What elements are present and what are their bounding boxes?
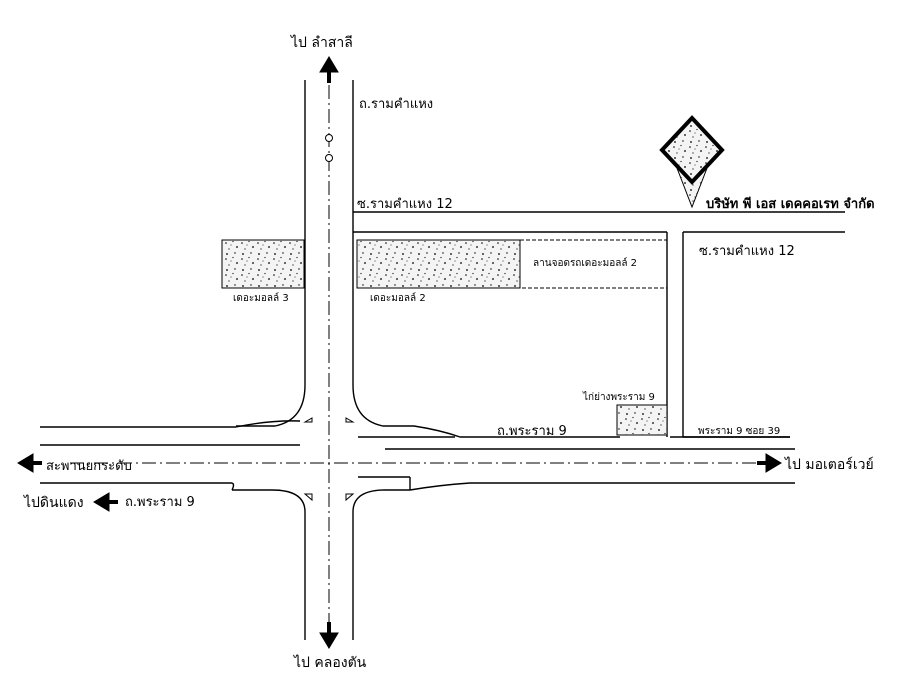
rama9-road-upper-label: ถ.พระราม 9 bbox=[497, 424, 567, 439]
building-mall-2 bbox=[356, 239, 521, 289]
arrow-left-icon-southwest bbox=[93, 492, 118, 512]
south-destination-label: ไป คลองตัน bbox=[294, 655, 367, 671]
rama9-road-lower-label: ถ.พระราม 9 bbox=[125, 495, 195, 510]
southwest-destination-label: ไปดินแดง bbox=[24, 495, 84, 511]
company-name-label: บริษัท พี เอส เดคคอเรท จำกัด bbox=[706, 197, 875, 212]
ramkhamhaeng-road bbox=[232, 80, 414, 640]
soi-ramkhamhaeng-12-top-label: ซ.รามคำแหง 12 bbox=[357, 197, 453, 212]
west-destination-label: สะพานยกระดับ bbox=[46, 459, 132, 474]
arrow-up-icon bbox=[319, 56, 339, 83]
arrow-right-icon bbox=[757, 453, 782, 473]
mall-2-parking-label: ลานจอดรถเดอะมอลล์ 2 bbox=[533, 258, 638, 269]
diamond-marker-icon bbox=[659, 115, 725, 209]
arrow-down-icon bbox=[319, 622, 339, 649]
mall-2-label: เดอะมอลล์ 2 bbox=[370, 293, 426, 304]
traffic-islands bbox=[303, 417, 355, 502]
kai-yang-rama9-label: ไก่ย่างพระราม 9 bbox=[583, 392, 655, 403]
rama9-road bbox=[40, 420, 795, 491]
north-destination-label: ไป ลำสาลี bbox=[291, 35, 353, 51]
soi-ramkhamhaeng-12-right-label: ซ.รามคำแหง 12 bbox=[699, 244, 795, 259]
building-mall-3 bbox=[221, 239, 305, 289]
road-marker-lower bbox=[325, 154, 333, 162]
east-destination-label: ไป มอเตอร์เวย์ bbox=[785, 457, 874, 473]
mall-2-parking-area bbox=[519, 239, 668, 289]
arrow-left-icon bbox=[17, 453, 42, 473]
rama9-soi39-label: พระราม 9 ซอย 39 bbox=[698, 426, 781, 437]
road-marker-upper bbox=[325, 134, 333, 142]
ramkhamhaeng-road-label: ถ.รามคำแหง bbox=[359, 97, 434, 112]
soi-ramkhamhaeng-12 bbox=[353, 211, 845, 437]
building-kai-yang bbox=[616, 404, 668, 436]
mall-3-label: เดอะมอลล์ 3 bbox=[233, 293, 289, 304]
